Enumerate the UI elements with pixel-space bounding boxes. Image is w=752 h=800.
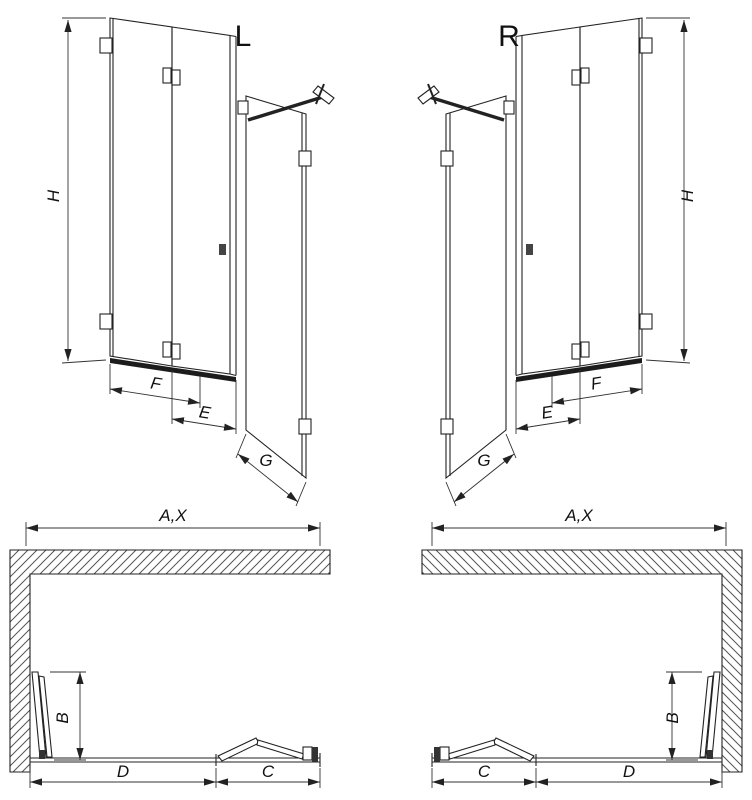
elevation-left-view: L H F E G xyxy=(44,18,334,506)
dim-label-c-left: C xyxy=(262,762,275,781)
dim-label-d-left: D xyxy=(117,762,129,781)
dim-label-f-left: F xyxy=(149,373,164,394)
dim-label-g-left: G xyxy=(259,451,272,470)
plan-left-view: A,X B D C xyxy=(10,506,330,788)
dim-label-ax-right: A,X xyxy=(564,506,593,525)
dim-label-e-right: E xyxy=(540,402,555,423)
elevation-right-title: R xyxy=(498,20,520,53)
plan-right-view: A,X B C D xyxy=(422,506,742,788)
dim-label-b-left: B xyxy=(53,712,72,723)
dim-label-g-right: G xyxy=(477,451,490,470)
elevation-left-title: L xyxy=(235,20,252,53)
dim-label-h-left: H xyxy=(44,189,63,202)
dim-label-c-right: C xyxy=(478,762,491,781)
dim-label-b-right: B xyxy=(663,712,682,723)
elevation-right-art xyxy=(418,18,690,506)
dim-label-h-right: H xyxy=(678,189,697,202)
dim-label-d-right: D xyxy=(623,762,635,781)
elevation-left-art xyxy=(62,18,334,506)
dim-label-e-left: E xyxy=(198,402,213,423)
plan-left-art xyxy=(10,522,330,788)
plan-right-art xyxy=(422,522,742,788)
dim-label-f-right: F xyxy=(590,373,605,394)
elevation-right-view: R H F E G xyxy=(418,18,697,506)
dim-label-ax-left: A,X xyxy=(158,506,187,525)
